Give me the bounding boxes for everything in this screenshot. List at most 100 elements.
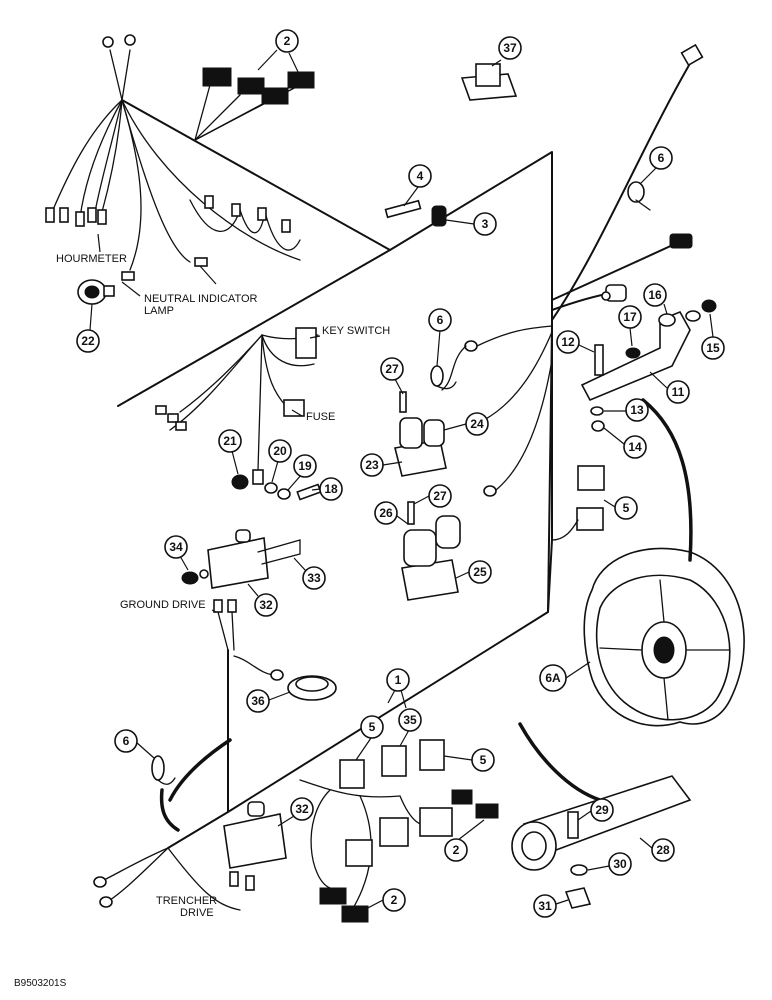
svg-text:29: 29 bbox=[595, 803, 609, 817]
neutral-lamp-22 bbox=[77, 279, 115, 305]
callout-27-lower: 27 bbox=[413, 484, 452, 508]
sensor-plug bbox=[605, 233, 693, 302]
connectors-bottom bbox=[310, 789, 499, 923]
blower-motor bbox=[583, 547, 745, 727]
svg-text:36: 36 bbox=[251, 694, 265, 708]
mounting-bracket-11 bbox=[580, 299, 717, 432]
callout-31: 31 bbox=[533, 894, 569, 918]
callout-16: 16 bbox=[643, 283, 668, 315]
svg-text:24: 24 bbox=[470, 417, 484, 431]
svg-text:26: 26 bbox=[379, 506, 393, 520]
svg-text:1: 1 bbox=[395, 673, 402, 687]
svg-text:19: 19 bbox=[298, 459, 312, 473]
callout-27-upper: 27 bbox=[380, 357, 404, 395]
svg-text:2: 2 bbox=[453, 843, 460, 857]
callout-14: 14 bbox=[603, 427, 647, 459]
callout-34: 34 bbox=[164, 535, 189, 571]
svg-text:4: 4 bbox=[417, 169, 424, 183]
svg-text:6: 6 bbox=[123, 734, 130, 748]
svg-text:18: 18 bbox=[324, 482, 338, 496]
mounting-bracket-37 bbox=[460, 63, 518, 101]
callout-12: 12 bbox=[556, 330, 595, 354]
svg-text:32: 32 bbox=[295, 802, 309, 816]
text-labels: HOURMETER NEUTRAL INDICATOR LAMP KEY SWI… bbox=[14, 253, 390, 989]
callout-18: 18 bbox=[311, 477, 343, 501]
callout-11: 11 bbox=[649, 371, 690, 404]
callout-28: 28 bbox=[639, 837, 675, 862]
svg-text:35: 35 bbox=[403, 713, 417, 727]
svg-text:12: 12 bbox=[561, 335, 575, 349]
svg-text:6: 6 bbox=[658, 151, 665, 165]
callout-3: 3 bbox=[445, 212, 497, 236]
svg-text:5: 5 bbox=[480, 753, 487, 767]
callout-29: 29 bbox=[577, 798, 614, 822]
svg-text:21: 21 bbox=[223, 434, 237, 448]
callout-6-left: 6 bbox=[114, 729, 155, 759]
svg-text:3: 3 bbox=[482, 217, 489, 231]
cable-ties bbox=[151, 181, 651, 785]
svg-text:23: 23 bbox=[365, 458, 379, 472]
clamp-and-bolt bbox=[384, 199, 447, 227]
callout-24: 24 bbox=[443, 412, 489, 436]
label-trencher-drive-1: TRENCHER bbox=[156, 895, 217, 907]
callout-26: 26 bbox=[374, 501, 409, 525]
svg-text:30: 30 bbox=[613, 857, 627, 871]
ground-drive-switch bbox=[181, 529, 301, 651]
svg-text:2: 2 bbox=[284, 34, 291, 48]
label-neutral-indicator-1: NEUTRAL INDICATOR bbox=[144, 293, 258, 305]
trencher-drive-switch bbox=[93, 801, 287, 911]
svg-text:33: 33 bbox=[307, 571, 321, 585]
svg-text:6: 6 bbox=[437, 313, 444, 327]
callouts: 1 2 2 2 3 4 5 5 5 6 6 6 6A 11 12 13 14 1… bbox=[76, 29, 725, 918]
svg-text:27: 27 bbox=[433, 489, 447, 503]
label-ground-drive: GROUND DRIVE bbox=[120, 599, 206, 611]
hourmeter-wires bbox=[45, 34, 301, 281]
callout-22: 22 bbox=[76, 303, 100, 353]
relays-lower bbox=[299, 739, 445, 798]
callout-6-mid: 6 bbox=[428, 308, 452, 367]
callout-2-mid: 2 bbox=[444, 819, 485, 862]
svg-text:14: 14 bbox=[628, 440, 642, 454]
label-trencher-drive-2: DRIVE bbox=[180, 907, 214, 919]
svg-text:34: 34 bbox=[169, 540, 183, 554]
svg-text:13: 13 bbox=[630, 403, 644, 417]
callout-32-upper: 32 bbox=[247, 583, 278, 617]
callout-15: 15 bbox=[701, 313, 725, 360]
starter-relays bbox=[394, 391, 461, 601]
callout-6-top: 6 bbox=[639, 146, 673, 185]
callout-36: 36 bbox=[246, 689, 291, 713]
callout-6A: 6A bbox=[539, 661, 591, 692]
callout-37: 37 bbox=[491, 36, 522, 67]
relay-5-upper bbox=[551, 465, 605, 541]
svg-text:5: 5 bbox=[623, 501, 630, 515]
svg-text:27: 27 bbox=[385, 362, 399, 376]
label-hourmeter: HOURMETER bbox=[56, 253, 127, 265]
callout-19: 19 bbox=[287, 454, 317, 491]
callout-1: 1 bbox=[386, 668, 410, 709]
callout-20: 20 bbox=[268, 439, 292, 483]
callout-17: 17 bbox=[618, 305, 642, 347]
svg-text:16: 16 bbox=[648, 288, 662, 302]
label-fuse: FUSE bbox=[306, 411, 335, 423]
svg-text:22: 22 bbox=[81, 334, 95, 348]
svg-text:5: 5 bbox=[369, 720, 376, 734]
svg-text:25: 25 bbox=[473, 565, 487, 579]
callout-33: 33 bbox=[293, 557, 326, 590]
connectors-top bbox=[194, 67, 315, 141]
callout-5-upper: 5 bbox=[603, 496, 638, 520]
svg-text:15: 15 bbox=[706, 341, 720, 355]
label-key-switch: KEY SWITCH bbox=[322, 325, 390, 337]
figure-reference: B9503201S bbox=[14, 978, 67, 989]
svg-text:32: 32 bbox=[259, 598, 273, 612]
svg-text:28: 28 bbox=[656, 843, 670, 857]
fastener-hardware bbox=[231, 474, 322, 501]
callout-35: 35 bbox=[398, 708, 422, 747]
callout-21: 21 bbox=[218, 429, 242, 475]
callout-23: 23 bbox=[360, 453, 403, 477]
callout-5-right: 5 bbox=[443, 748, 495, 772]
sensor-36 bbox=[233, 655, 337, 701]
callout-13: 13 bbox=[604, 398, 649, 422]
routing-arcs bbox=[159, 398, 693, 832]
callout-4: 4 bbox=[403, 164, 432, 207]
